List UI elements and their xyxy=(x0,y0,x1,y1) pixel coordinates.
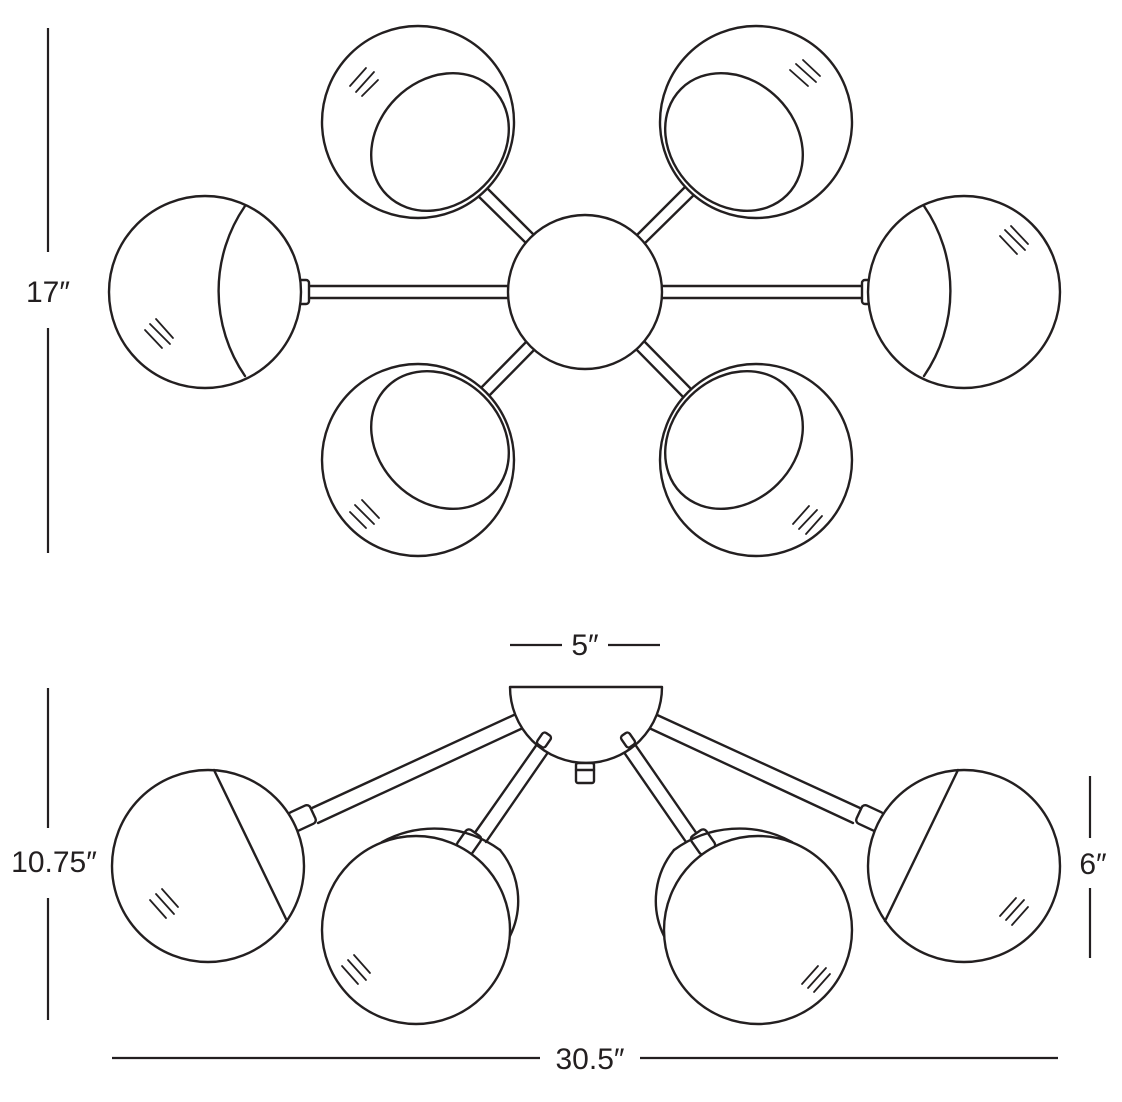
side-globe-inner-left xyxy=(320,827,520,1026)
top-globe-left xyxy=(107,194,303,390)
top-canopy xyxy=(506,213,664,371)
top-globe-upper-left xyxy=(320,24,516,220)
side-globe-far-right xyxy=(866,768,1062,964)
overall-width-label: 30.5″ xyxy=(555,1043,624,1076)
side-globe-inner-right xyxy=(654,827,854,1026)
shade-height-label: 6″ xyxy=(1079,848,1107,881)
top-arms xyxy=(304,178,866,406)
height-dimension-top: 17″ xyxy=(26,28,70,553)
canopy-diameter-label: 5″ xyxy=(571,629,599,662)
side-globe-far-left xyxy=(110,768,306,964)
height-top-label: 17″ xyxy=(26,276,70,309)
top-globe-upper-right xyxy=(658,24,854,220)
top-globe-right xyxy=(866,194,1062,390)
top-globe-lower-right xyxy=(658,362,854,558)
top-globe-lower-left xyxy=(320,362,516,558)
overall-width-dimension: 30.5″ xyxy=(112,1043,1058,1076)
shade-height-dimension: 6″ xyxy=(1079,776,1107,958)
side-canopy xyxy=(508,685,664,785)
canopy-width-dimension: 5″ xyxy=(510,629,660,662)
height-dimension-side: 10.75″ xyxy=(11,688,97,1020)
height-side-label: 10.75″ xyxy=(11,846,97,879)
top-view: 17″ xyxy=(26,24,1062,558)
side-view: 5″ 10.75″ 6″ 30.5″ xyxy=(11,629,1107,1076)
side-arms xyxy=(310,712,862,844)
